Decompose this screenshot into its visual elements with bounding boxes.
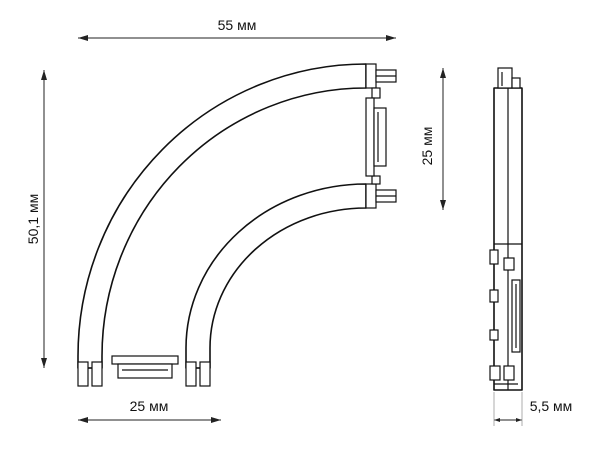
label-bottom-width: 25 мм [130, 398, 169, 414]
rail-body [77, 63, 367, 369]
dimension-width-top: 55 мм [78, 17, 396, 41]
dimension-height-left: 50,1 мм [25, 70, 47, 368]
label-height-left: 50,1 мм [25, 194, 41, 244]
label-width-top: 55 мм [218, 17, 257, 33]
bottom-connector-right [185, 361, 211, 387]
side-top-clip [497, 67, 521, 89]
dimension-connector-gap: 25 мм [419, 68, 446, 210]
right-contact-block [365, 97, 387, 177]
lower-right-connector [365, 175, 397, 209]
rail-inner-wall [185, 183, 367, 369]
bottom-connector-left [77, 361, 103, 387]
top-connector [365, 63, 397, 99]
bottom-contact-block [111, 355, 179, 379]
label-connector-gap: 25 мм [419, 127, 435, 166]
rail-side-view [489, 67, 523, 391]
curved-rail-front-view [77, 63, 397, 387]
dimension-thickness: 5,5 мм [493, 392, 573, 426]
side-middle-connector [489, 249, 521, 353]
dimension-bottom-width: 25 мм [78, 398, 221, 423]
side-lower-connector [489, 329, 518, 385]
label-thickness: 5,5 мм [530, 398, 573, 414]
